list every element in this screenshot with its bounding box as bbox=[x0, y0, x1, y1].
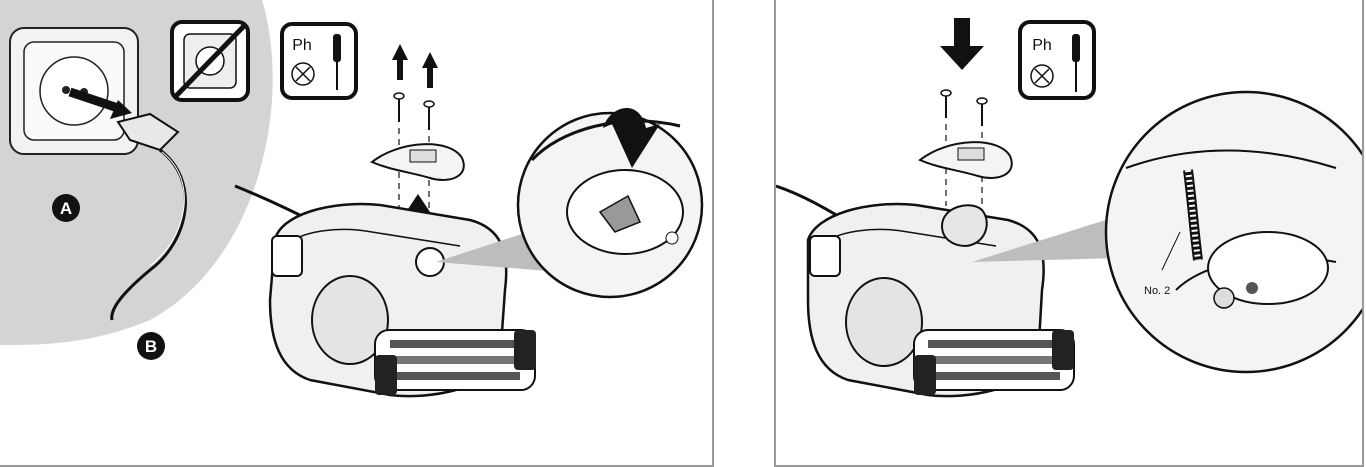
insert-screws-arrow-icon bbox=[940, 18, 984, 70]
right-illustration: Ph bbox=[776, 0, 1364, 467]
pool-robot-right bbox=[808, 204, 1074, 396]
callout-label: No. 2 bbox=[1144, 285, 1170, 297]
left-illustration: A B Ph bbox=[0, 0, 714, 467]
magnified-detail-circle-right bbox=[1106, 92, 1364, 372]
screwdriver-badge: Ph bbox=[282, 24, 356, 98]
left-instruction-panel: A B Ph bbox=[0, 0, 714, 467]
screws bbox=[394, 93, 434, 130]
step-b-marker: B bbox=[137, 332, 165, 360]
brush-roller bbox=[375, 330, 536, 395]
tool-badge-text: Ph bbox=[292, 37, 312, 54]
tool-badge-text-right: Ph bbox=[1032, 37, 1052, 54]
right-instruction-panel: Ph bbox=[774, 0, 1364, 467]
remove-screws-arrows-icon bbox=[392, 44, 438, 88]
magnified-detail-circle bbox=[518, 113, 702, 297]
step-a-marker: A bbox=[52, 194, 80, 222]
step-a-label: A bbox=[60, 199, 72, 218]
phillips-head-icon bbox=[1031, 65, 1053, 87]
phillips-head-icon bbox=[292, 63, 314, 85]
screwdriver-badge-right: Ph bbox=[1020, 22, 1094, 98]
screws-right bbox=[941, 90, 987, 126]
impeller-cover-right bbox=[920, 142, 1012, 178]
step-b-label: B bbox=[145, 337, 157, 356]
brush-roller-right bbox=[914, 330, 1074, 395]
pool-robot bbox=[270, 204, 536, 396]
no-power-icon bbox=[172, 22, 248, 100]
impeller-cover bbox=[372, 144, 464, 180]
